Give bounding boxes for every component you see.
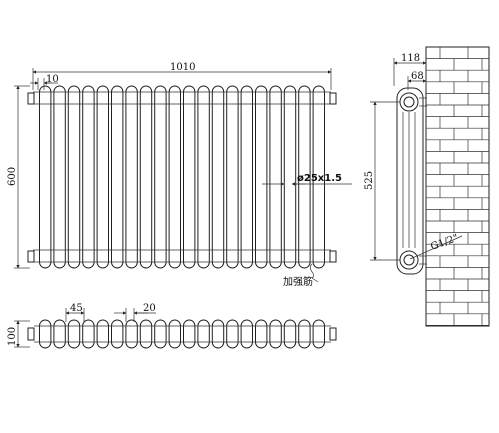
top-column bbox=[298, 319, 311, 349]
top-view: 45 20 100 bbox=[7, 303, 337, 349]
top-column bbox=[139, 319, 153, 349]
top-columns bbox=[39, 319, 326, 349]
gap-label: 10 bbox=[46, 74, 59, 85]
top-column bbox=[82, 319, 95, 349]
pipe-diameter-label: ø25x1.5 bbox=[297, 173, 342, 184]
top-column bbox=[211, 319, 225, 349]
front-column bbox=[168, 85, 182, 269]
top-column bbox=[255, 319, 268, 349]
front-view: 1010 10 600 ø25x1.5 加 bbox=[7, 62, 352, 288]
top-plug-left bbox=[27, 327, 35, 341]
front-column bbox=[67, 85, 81, 269]
dimension-height: 600 bbox=[7, 85, 30, 269]
pipe-diameter-annotation: ø25x1.5 bbox=[262, 173, 352, 186]
reinforcing-rib-annotation: 加强筋 bbox=[283, 263, 319, 288]
front-column bbox=[197, 85, 210, 269]
front-column bbox=[240, 85, 254, 269]
top-column bbox=[197, 319, 210, 349]
top-column bbox=[269, 319, 282, 349]
front-plug-top-left bbox=[27, 92, 35, 105]
dimension-gap: 10 bbox=[30, 74, 59, 90]
top-column bbox=[183, 319, 196, 349]
dimension-tube: 20 bbox=[114, 303, 156, 322]
rib-label: 加强筋 bbox=[283, 275, 313, 288]
front-column bbox=[269, 85, 282, 269]
front-column bbox=[96, 85, 109, 269]
pitch-label: 45 bbox=[70, 303, 83, 314]
front-column bbox=[125, 85, 138, 269]
dimension-bracket: 68 bbox=[407, 71, 427, 90]
front-column bbox=[312, 85, 326, 269]
front-column bbox=[39, 85, 52, 269]
top-column bbox=[96, 319, 109, 349]
top-column bbox=[226, 319, 239, 349]
front-column bbox=[139, 85, 153, 269]
top-column bbox=[39, 319, 52, 349]
front-column bbox=[82, 85, 95, 269]
top-plug-right bbox=[329, 327, 337, 341]
side-view: 118 68 525 G1/2" bbox=[364, 46, 490, 327]
front-column bbox=[226, 85, 239, 269]
front-column bbox=[283, 85, 297, 269]
radiator-side-profile bbox=[396, 87, 427, 275]
dimension-width: 1010 bbox=[32, 62, 332, 90]
side-body bbox=[396, 87, 424, 275]
tube-label: 20 bbox=[143, 303, 156, 314]
top-column bbox=[154, 319, 167, 349]
top-depth-label: 100 bbox=[7, 327, 18, 346]
centers-label: 525 bbox=[364, 171, 375, 190]
bracket-label: 68 bbox=[411, 71, 424, 82]
dimension-centers: 525 bbox=[364, 101, 400, 261]
top-column bbox=[67, 319, 81, 349]
width-label: 1010 bbox=[170, 62, 195, 73]
front-column bbox=[111, 85, 124, 269]
top-column bbox=[283, 319, 297, 349]
front-plug-top-right bbox=[329, 92, 337, 105]
side-depth-label: 118 bbox=[401, 53, 420, 64]
top-connection bbox=[399, 92, 419, 112]
top-column bbox=[53, 319, 66, 349]
top-column bbox=[240, 319, 254, 349]
front-plug-bottom-right bbox=[329, 250, 337, 263]
top-column bbox=[111, 319, 124, 349]
height-label: 600 bbox=[7, 167, 18, 186]
front-column bbox=[298, 85, 311, 269]
bottom-connection bbox=[399, 250, 419, 270]
front-column bbox=[255, 85, 268, 269]
front-plug-bottom-left bbox=[27, 250, 35, 263]
dimension-top-depth: 100 bbox=[7, 320, 30, 348]
front-column bbox=[183, 85, 196, 269]
front-column bbox=[53, 85, 66, 269]
dimension-pitch: 45 bbox=[65, 303, 85, 322]
front-columns bbox=[39, 85, 326, 269]
front-column bbox=[154, 85, 167, 269]
front-column bbox=[211, 85, 225, 269]
brick-wall bbox=[425, 46, 490, 327]
top-column bbox=[125, 319, 138, 349]
top-column bbox=[168, 319, 182, 349]
top-column bbox=[312, 319, 326, 349]
